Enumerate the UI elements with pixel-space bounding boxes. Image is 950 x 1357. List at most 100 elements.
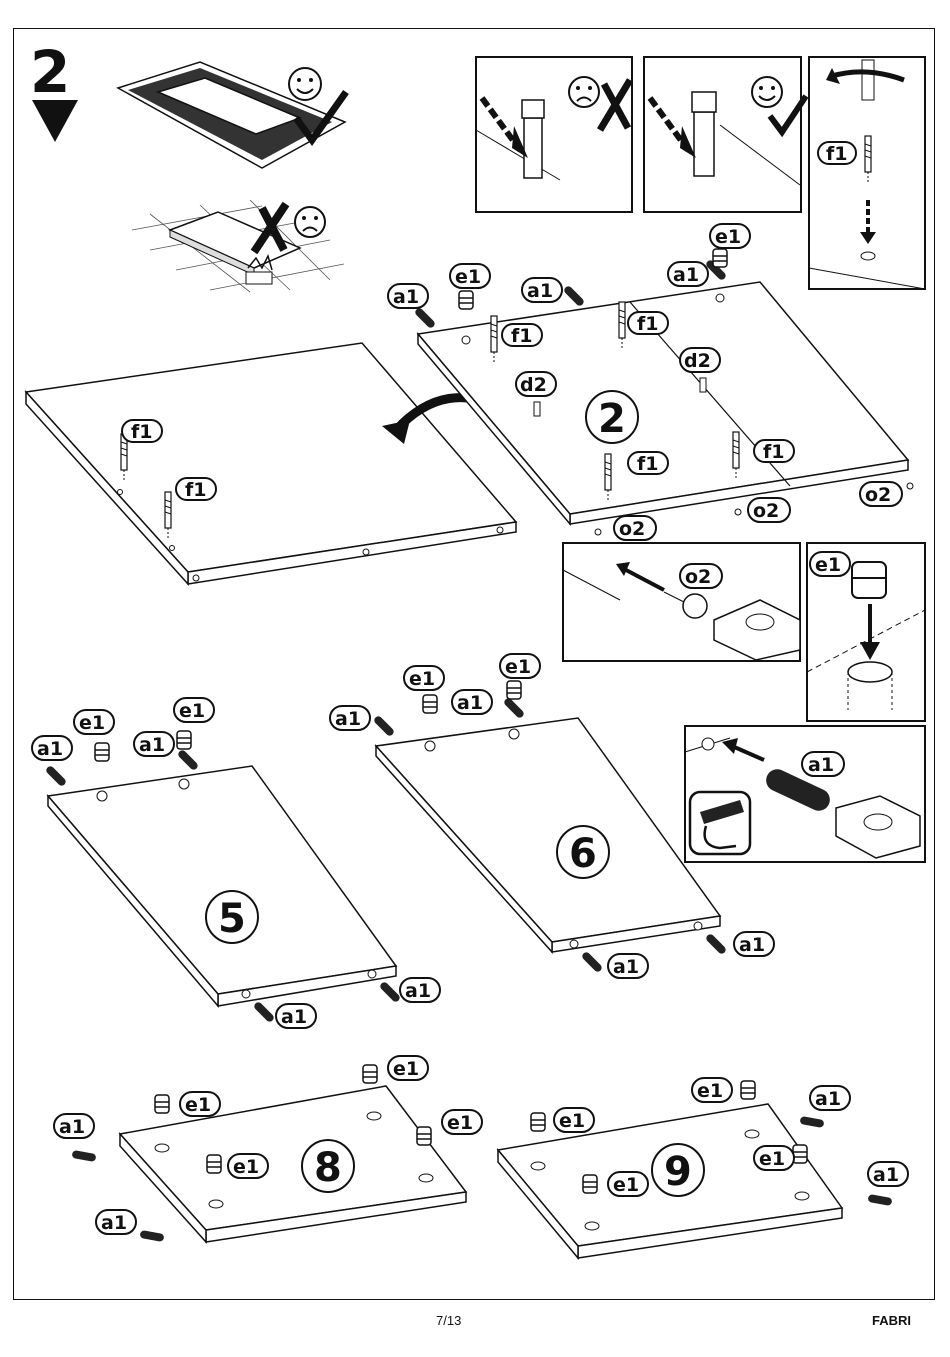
svg-text:f1: f1 bbox=[637, 313, 659, 335]
label-d2: d2 bbox=[680, 348, 720, 372]
label-a1: a1 bbox=[608, 954, 648, 978]
svg-text:e1: e1 bbox=[179, 700, 205, 722]
panel-9: 9 e1 e1 e1 e1 a1 a1 bbox=[498, 1078, 908, 1258]
sad-face-icon bbox=[295, 207, 325, 237]
label-d2: d2 bbox=[516, 372, 556, 396]
label-o2: o2 bbox=[614, 516, 656, 540]
svg-text:e1: e1 bbox=[233, 1156, 259, 1178]
svg-text:d2: d2 bbox=[520, 374, 547, 396]
svg-text:e1: e1 bbox=[393, 1058, 419, 1080]
label-f1: f1 bbox=[628, 452, 668, 475]
panel-number: 2 bbox=[598, 396, 626, 442]
panel-unnumbered: f1 f1 bbox=[26, 343, 516, 584]
label-a1: a1 bbox=[276, 1004, 316, 1028]
label-e1: e1 bbox=[180, 1092, 220, 1116]
svg-text:a1: a1 bbox=[527, 280, 553, 302]
label-f1: f1 bbox=[502, 324, 542, 347]
label-e1: e1 bbox=[74, 710, 114, 734]
label-a1: a1 bbox=[868, 1162, 908, 1186]
label-o2: o2 bbox=[860, 482, 902, 506]
panel-number: 6 bbox=[569, 831, 597, 877]
svg-text:a1: a1 bbox=[613, 956, 639, 978]
product-name: FABRI bbox=[872, 1313, 911, 1328]
label-a1: a1 bbox=[54, 1114, 94, 1138]
label-a1: a1 bbox=[96, 1210, 136, 1234]
panel-number: 8 bbox=[314, 1145, 342, 1191]
svg-text:f1: f1 bbox=[511, 325, 533, 347]
label-e1: e1 bbox=[442, 1110, 482, 1134]
svg-text:e1: e1 bbox=[815, 554, 841, 576]
label-a1: a1 bbox=[668, 262, 708, 286]
label-e1: e1 bbox=[554, 1108, 594, 1132]
page-number: 7/13 bbox=[436, 1313, 461, 1328]
svg-text:a1: a1 bbox=[335, 708, 361, 730]
label-e1: e1 bbox=[810, 552, 850, 576]
svg-text:e1: e1 bbox=[185, 1094, 211, 1116]
svg-text:o2: o2 bbox=[619, 518, 645, 540]
label-a1: a1 bbox=[802, 752, 844, 776]
svg-text:a1: a1 bbox=[139, 734, 165, 756]
label-e1: e1 bbox=[754, 1146, 794, 1170]
svg-text:a1: a1 bbox=[815, 1088, 841, 1110]
sad-face-icon bbox=[569, 77, 599, 107]
label-a1: a1 bbox=[388, 284, 428, 308]
svg-text:o2: o2 bbox=[685, 566, 711, 588]
label-e1: e1 bbox=[388, 1056, 428, 1080]
detail-e1: e1 bbox=[807, 543, 925, 721]
label-a1: a1 bbox=[400, 978, 440, 1002]
label-f1: f1 bbox=[754, 440, 794, 463]
label-e1: e1 bbox=[608, 1172, 648, 1196]
label-a1: a1 bbox=[330, 706, 370, 730]
panel-number: 9 bbox=[664, 1149, 692, 1195]
svg-text:f1: f1 bbox=[826, 143, 848, 165]
label-a1: a1 bbox=[522, 278, 562, 302]
label-a1: a1 bbox=[32, 736, 72, 760]
label-e1: e1 bbox=[404, 666, 444, 690]
svg-text:a1: a1 bbox=[673, 264, 699, 286]
label-e1: e1 bbox=[174, 698, 214, 722]
label-e1: e1 bbox=[228, 1154, 268, 1178]
svg-text:d2: d2 bbox=[684, 350, 711, 372]
label-f1: f1 bbox=[818, 142, 856, 165]
svg-text:a1: a1 bbox=[281, 1006, 307, 1028]
svg-text:e1: e1 bbox=[759, 1148, 785, 1170]
svg-text:a1: a1 bbox=[405, 980, 431, 1002]
floor-bad-illustration bbox=[132, 200, 344, 292]
label-a1: a1 bbox=[810, 1086, 850, 1110]
svg-text:f1: f1 bbox=[637, 453, 659, 475]
happy-face-icon bbox=[289, 68, 321, 100]
svg-text:e1: e1 bbox=[715, 226, 741, 248]
step-indicator: 2 bbox=[30, 38, 78, 142]
label-a1: a1 bbox=[452, 690, 492, 714]
step-number: 2 bbox=[30, 38, 70, 106]
svg-text:a1: a1 bbox=[808, 754, 834, 776]
svg-text:o2: o2 bbox=[865, 484, 891, 506]
label-o2: o2 bbox=[748, 498, 790, 522]
label-f1: f1 bbox=[628, 312, 668, 335]
svg-text:a1: a1 bbox=[101, 1212, 127, 1234]
svg-text:a1: a1 bbox=[873, 1164, 899, 1186]
svg-text:f1: f1 bbox=[763, 441, 785, 463]
happy-face-icon bbox=[752, 77, 782, 107]
detail-a1: a1 bbox=[685, 726, 925, 862]
label-e1: e1 bbox=[692, 1078, 732, 1102]
label-f1: f1 bbox=[122, 420, 162, 443]
svg-text:e1: e1 bbox=[697, 1080, 723, 1102]
svg-text:f1: f1 bbox=[185, 479, 207, 501]
label-f1: f1 bbox=[176, 478, 216, 501]
safety-glasses-icon bbox=[690, 792, 750, 854]
detail-o2: o2 bbox=[563, 543, 800, 661]
svg-text:e1: e1 bbox=[505, 656, 531, 678]
detail-right-angle bbox=[644, 57, 806, 212]
label-a1: a1 bbox=[134, 732, 174, 756]
svg-text:a1: a1 bbox=[457, 692, 483, 714]
svg-text:a1: a1 bbox=[37, 738, 63, 760]
svg-text:e1: e1 bbox=[447, 1112, 473, 1134]
svg-text:a1: a1 bbox=[393, 286, 419, 308]
svg-text:a1: a1 bbox=[739, 934, 765, 956]
svg-text:e1: e1 bbox=[613, 1174, 639, 1196]
svg-text:e1: e1 bbox=[409, 668, 435, 690]
panel-number: 5 bbox=[218, 896, 246, 942]
svg-text:e1: e1 bbox=[455, 266, 481, 288]
